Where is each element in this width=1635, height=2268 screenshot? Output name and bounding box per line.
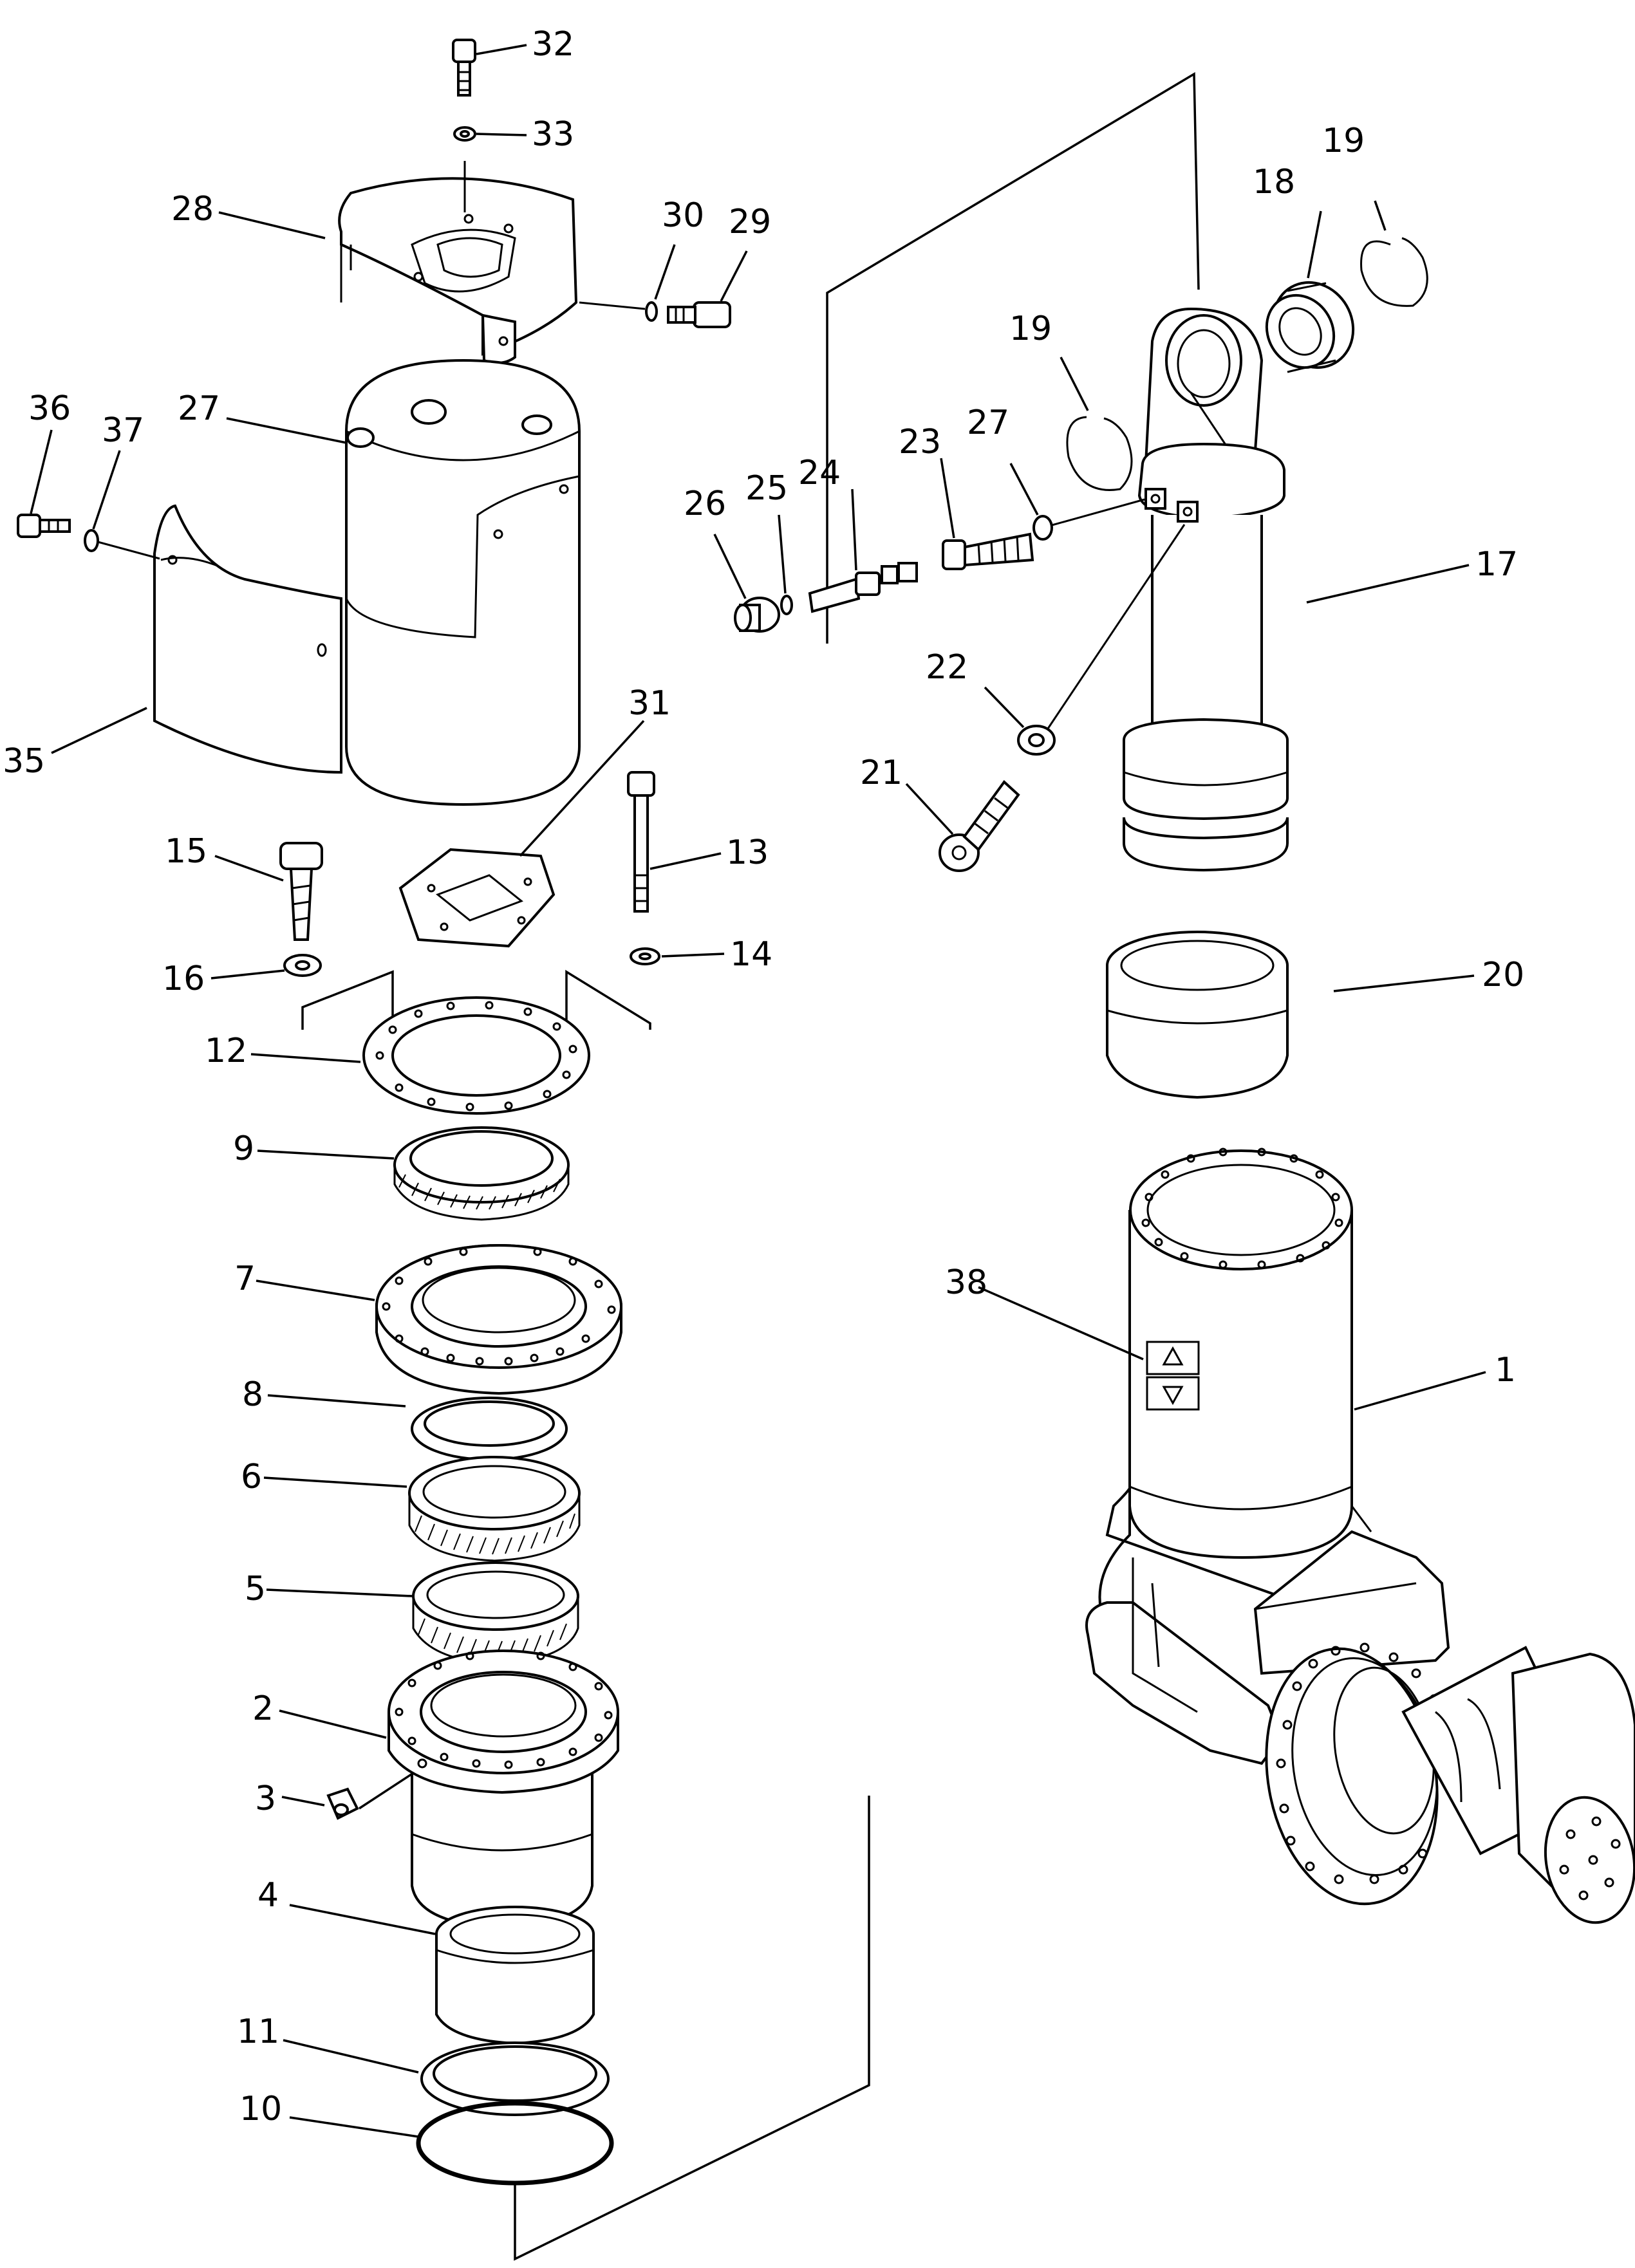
part-23-valve <box>942 532 1034 570</box>
leader-lines <box>30 44 1486 2138</box>
callout-2: 2 <box>252 1689 274 1728</box>
callout-14: 14 <box>730 935 772 974</box>
part-35-shield <box>153 504 342 774</box>
part-5-bearing <box>412 1561 579 1665</box>
part-26-cap <box>734 597 780 633</box>
callout-37: 37 <box>102 411 144 450</box>
callout-13: 13 <box>726 833 769 872</box>
part-18-bearing <box>1265 281 1355 373</box>
part-21-bolt <box>939 780 1020 872</box>
part-29-top-cover <box>338 161 578 364</box>
part-37-washer <box>84 529 160 560</box>
part-30-bolt <box>667 301 731 328</box>
callout-25: 25 <box>745 469 788 508</box>
callout-26: 26 <box>684 485 726 523</box>
part-11-ring <box>420 2041 610 2116</box>
callout-35: 35 <box>3 742 45 781</box>
callout-36: 36 <box>28 389 71 428</box>
part-36-bolt <box>17 514 71 538</box>
part-34-washer <box>453 126 476 142</box>
callout-3: 3 <box>255 1780 276 1818</box>
callout-10: 10 <box>239 2090 282 2128</box>
part-2-cylinder <box>388 1650 619 1929</box>
group-bracket-bottom <box>514 1796 870 2261</box>
callout-30: 29 <box>729 203 771 241</box>
group-bracket-top <box>301 969 651 1043</box>
part-3-plug <box>326 1787 359 1820</box>
callout-11: 11 <box>237 2012 279 2051</box>
part-4-bushing <box>435 1906 595 2045</box>
part-13-bolt <box>627 771 655 913</box>
part-25-o-ring <box>780 595 793 615</box>
callout-21: 21 <box>860 754 902 792</box>
callout-34: 33 <box>532 115 574 154</box>
part-22-washer <box>1017 524 1186 756</box>
callout-17: 17 <box>1475 545 1518 584</box>
callout-5: 5 <box>245 1570 266 1608</box>
callout-28: 27 <box>178 389 220 428</box>
callout-31: 30 <box>662 196 704 235</box>
callout-29: 28 <box>171 190 214 228</box>
callout-7: 7 <box>234 1259 256 1298</box>
part-28-housing <box>345 358 581 806</box>
part-9-bearing <box>393 1126 570 1221</box>
part-24-valve-core <box>808 562 918 613</box>
part-31-washer <box>579 301 658 322</box>
callout-38: 38 <box>945 1263 987 1302</box>
part-17-rod <box>1123 307 1289 872</box>
callout-1: 1 <box>1495 1351 1516 1390</box>
part-19-snap-ring-b <box>1066 416 1133 491</box>
part-7-flange <box>375 1244 622 1395</box>
group-bracket-right <box>826 71 1200 644</box>
callout-6: 6 <box>241 1458 262 1496</box>
part-10-o-ring <box>416 2101 614 2186</box>
callout-15: 15 <box>165 832 207 871</box>
part-32-plate <box>398 848 556 948</box>
part-8-ring <box>411 1397 568 1461</box>
callout-19-top: 19 <box>1322 122 1365 160</box>
part-1-axle-housing <box>1085 1148 1635 1924</box>
part-14-washer <box>630 947 660 965</box>
callout-27: 27 <box>967 404 1009 442</box>
callout-labels: 32 33 28 30 29 27 36 37 35 31 13 14 15 1… <box>3 25 1524 2128</box>
callout-18: 18 <box>1253 163 1295 201</box>
callout-23: 23 <box>899 423 941 461</box>
part-19-snap-ring-a <box>1360 237 1428 307</box>
callout-33: 32 <box>532 25 574 64</box>
part-20-bushing <box>1106 931 1289 1099</box>
part-12-flange <box>362 996 590 1115</box>
callout-24: 24 <box>798 454 841 492</box>
part-15-bolt <box>279 842 323 941</box>
callout-32: 31 <box>628 684 671 723</box>
callout-9: 9 <box>233 1129 254 1168</box>
part-16-washer <box>283 954 322 977</box>
part-6-bearing <box>408 1456 581 1562</box>
callout-4: 4 <box>257 1876 279 1915</box>
callout-20: 20 <box>1482 956 1524 994</box>
callout-16: 16 <box>162 960 205 998</box>
callout-12: 12 <box>205 1032 247 1070</box>
callout-8: 8 <box>242 1375 263 1414</box>
callout-19-lower: 19 <box>1009 310 1052 348</box>
part-27-seal <box>1032 498 1145 541</box>
callout-22: 22 <box>926 648 968 687</box>
part-33-bolt <box>452 39 476 97</box>
